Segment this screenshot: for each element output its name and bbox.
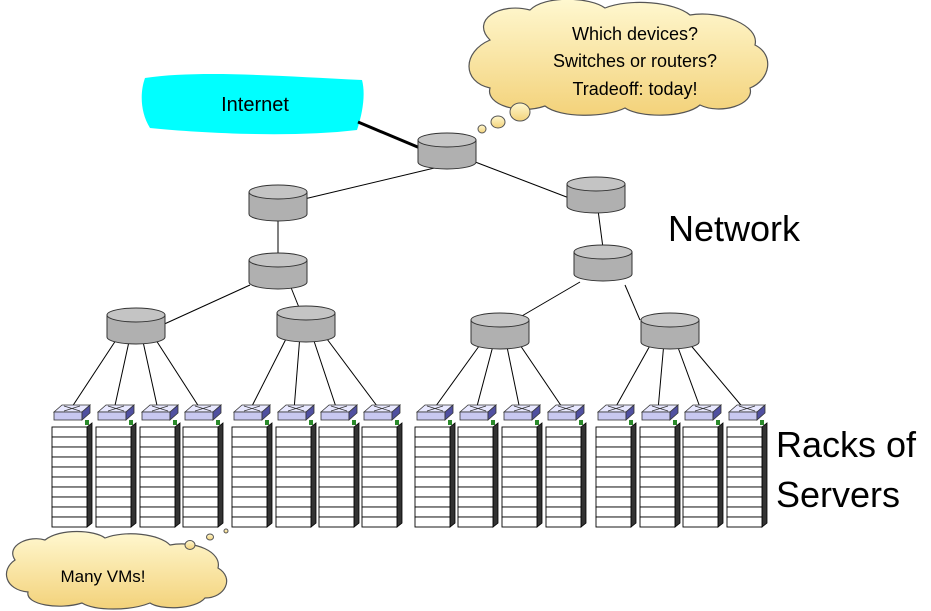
server-rack-icon [501,404,543,528]
rack-switch-icon [640,404,680,425]
network-label: Network [668,208,801,249]
server-rack-icon [414,404,456,528]
thought-cloud-bottom: Many VMs! [5,528,229,610]
server-rack-icon [545,404,587,528]
many-vms-label: Many VMs! [60,567,145,586]
link-line [113,336,131,411]
link-line [323,334,381,411]
rack-switch-icon [96,404,136,425]
rack-switch-icon [727,404,767,425]
thought-line-2: Switches or routers? [553,51,717,71]
server-rack-icon [182,404,224,528]
link-line [687,341,746,411]
rack-switch-icon [362,404,402,425]
link-line [624,284,641,321]
server-rack-icon [275,404,317,528]
server-rack-icon [95,404,137,528]
router-cylinder-icon [566,176,626,214]
network-links [69,120,746,411]
server-rack-icon [726,404,768,528]
link-line [657,341,665,411]
link-line [514,281,581,321]
rack-switch-icon [232,404,272,425]
internet-label: Internet [221,94,289,116]
router-cylinder-icon [248,184,308,222]
server-rack-icon [361,404,403,528]
server-rack-icon [318,404,360,528]
server-rack-icon [639,404,681,528]
router-cylinder-icon [417,132,477,170]
thought-line-3: Tradeoff: today! [572,79,697,99]
internet-uplink [357,120,421,150]
link-line [153,336,202,411]
racks-label-line2: Servers [776,474,901,515]
link-line [675,341,702,411]
server-racks [51,404,768,528]
link-line [69,336,119,411]
router-cylinder-icon [106,307,166,345]
link-line [475,341,495,411]
thought-cloud-top: Which devices? Switches or routers? Trad… [468,0,769,134]
rack-switch-icon [458,404,498,425]
server-rack-icon [51,404,93,528]
router-cylinder-icon [573,244,633,282]
rack-switch-icon [502,404,542,425]
rack-switch-icon [140,404,180,425]
link-line [311,334,338,411]
server-rack-icon [595,404,637,528]
rack-switch-icon [52,404,92,425]
router-cylinder-icon [248,252,308,290]
racks-label-line1: Racks of [776,424,917,465]
routers [106,132,700,350]
internet-cloud [141,74,364,135]
server-rack-icon [682,404,724,528]
link-line [293,334,301,411]
link-line [517,341,565,411]
link-line [249,334,289,411]
router-cylinder-icon [276,305,336,343]
rack-switch-icon [596,404,636,425]
server-rack-icon [457,404,499,528]
link-line [141,336,159,411]
rack-switch-icon [683,404,723,425]
rack-switch-icon [546,404,586,425]
server-rack-icon [139,404,181,528]
link-line [597,209,604,249]
rack-switch-icon [183,404,223,425]
rack-switch-icon [319,404,359,425]
link-line [299,164,448,201]
link-line [505,341,521,411]
thought-line-1: Which devices? [572,24,698,44]
link-line [159,284,251,327]
server-rack-icon [231,404,273,528]
rack-switch-icon [415,404,455,425]
link-line [432,341,483,411]
link-line [613,341,653,411]
rack-switch-icon [276,404,316,425]
router-cylinder-icon [470,312,530,350]
router-cylinder-icon [640,312,700,350]
